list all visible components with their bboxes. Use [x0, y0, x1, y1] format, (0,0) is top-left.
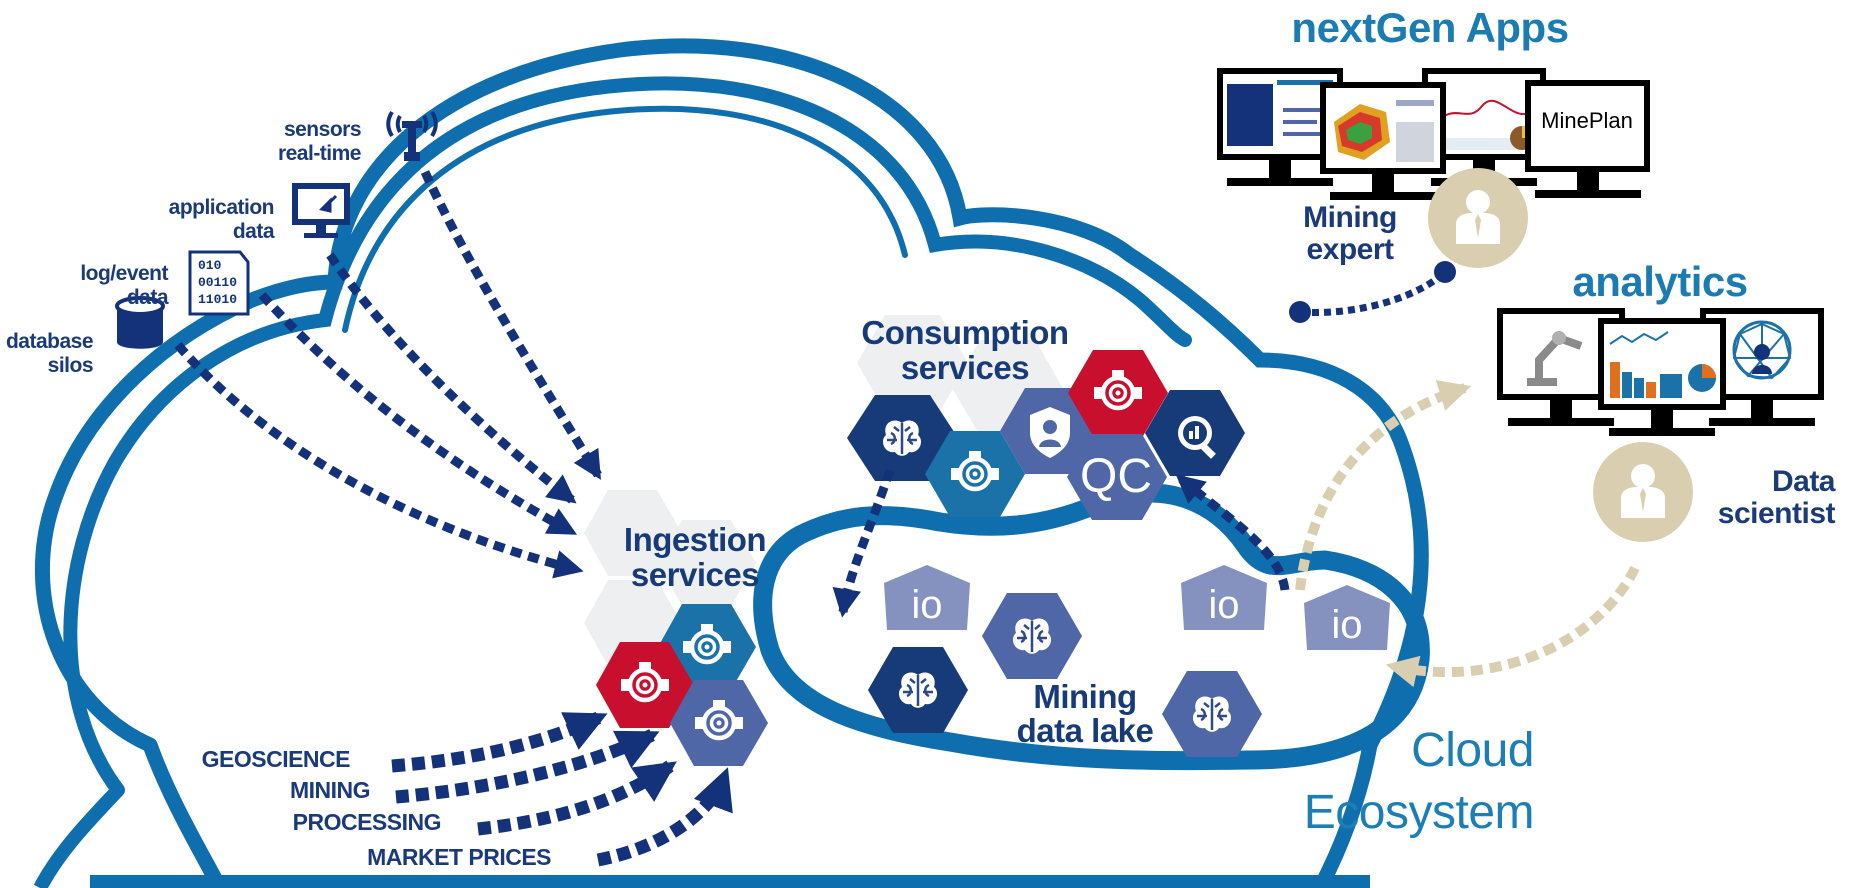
database-icon: [115, 296, 165, 349]
shield-user-icon: [1030, 407, 1070, 458]
binary-line: 010: [198, 258, 222, 273]
feed-mining-label: MINING: [289, 777, 371, 803]
expert-connector: [1289, 261, 1456, 323]
feed-geoscience-label: GEOSCIENCE: [201, 746, 351, 772]
analytics-monitors: [1497, 308, 1824, 436]
mining-data-lake-label: Mining data lake: [1016, 678, 1154, 749]
consumption-hex-cluster: [847, 315, 1245, 520]
database-silos-label: database silos: [5, 330, 94, 377]
qc-label: QC: [1080, 450, 1152, 503]
feed-arrows: [391, 711, 733, 867]
data-scientist-avatar: [1593, 442, 1693, 542]
binary-file-icon: 010 00110 11010: [188, 250, 250, 316]
search-chart-icon: [1178, 416, 1216, 459]
consumption-arrows: [832, 468, 1290, 618]
nextgen-apps-heading: nextGen Apps: [1291, 4, 1569, 51]
mining-expert-label: Mining expert: [1303, 201, 1397, 266]
cloud-ecosystem-label: Cloud Ecosystem: [1303, 724, 1535, 839]
sensors-label: sensors real-time: [277, 118, 362, 165]
io-label: io: [911, 583, 942, 627]
data-lake-shapes: [868, 565, 1390, 757]
source-arrows: [174, 170, 602, 579]
cloud-outline: [33, 38, 1429, 888]
monitor-icon: [292, 183, 350, 238]
nextgen-app-monitors: [1217, 68, 1650, 200]
application-data-label: application data: [168, 196, 275, 243]
data-lake-outline: [753, 483, 1430, 771]
feed-processing-label: PROCESSING: [292, 809, 442, 835]
io-label: io: [1331, 603, 1362, 647]
binary-line: 11010: [198, 292, 237, 307]
binary-line: 00110: [198, 275, 237, 290]
io-label: io: [1208, 583, 1239, 627]
mineplan-screen-label: MinePlan: [1541, 108, 1633, 133]
consumption-services-label: Consumption services: [861, 314, 1069, 386]
feed-market-prices-label: MARKET PRICES: [367, 844, 551, 870]
data-scientist-label: Data scientist: [1717, 465, 1836, 530]
mining-expert-avatar: [1428, 168, 1528, 268]
antenna-icon: [386, 110, 438, 161]
analytics-heading: analytics: [1572, 258, 1748, 305]
ingestion-hex-cluster: [584, 490, 768, 766]
analytics-arrows: [1295, 380, 1640, 688]
ingestion-services-label: Ingestion services: [623, 521, 767, 593]
log-event-label: log/event data: [80, 262, 168, 309]
